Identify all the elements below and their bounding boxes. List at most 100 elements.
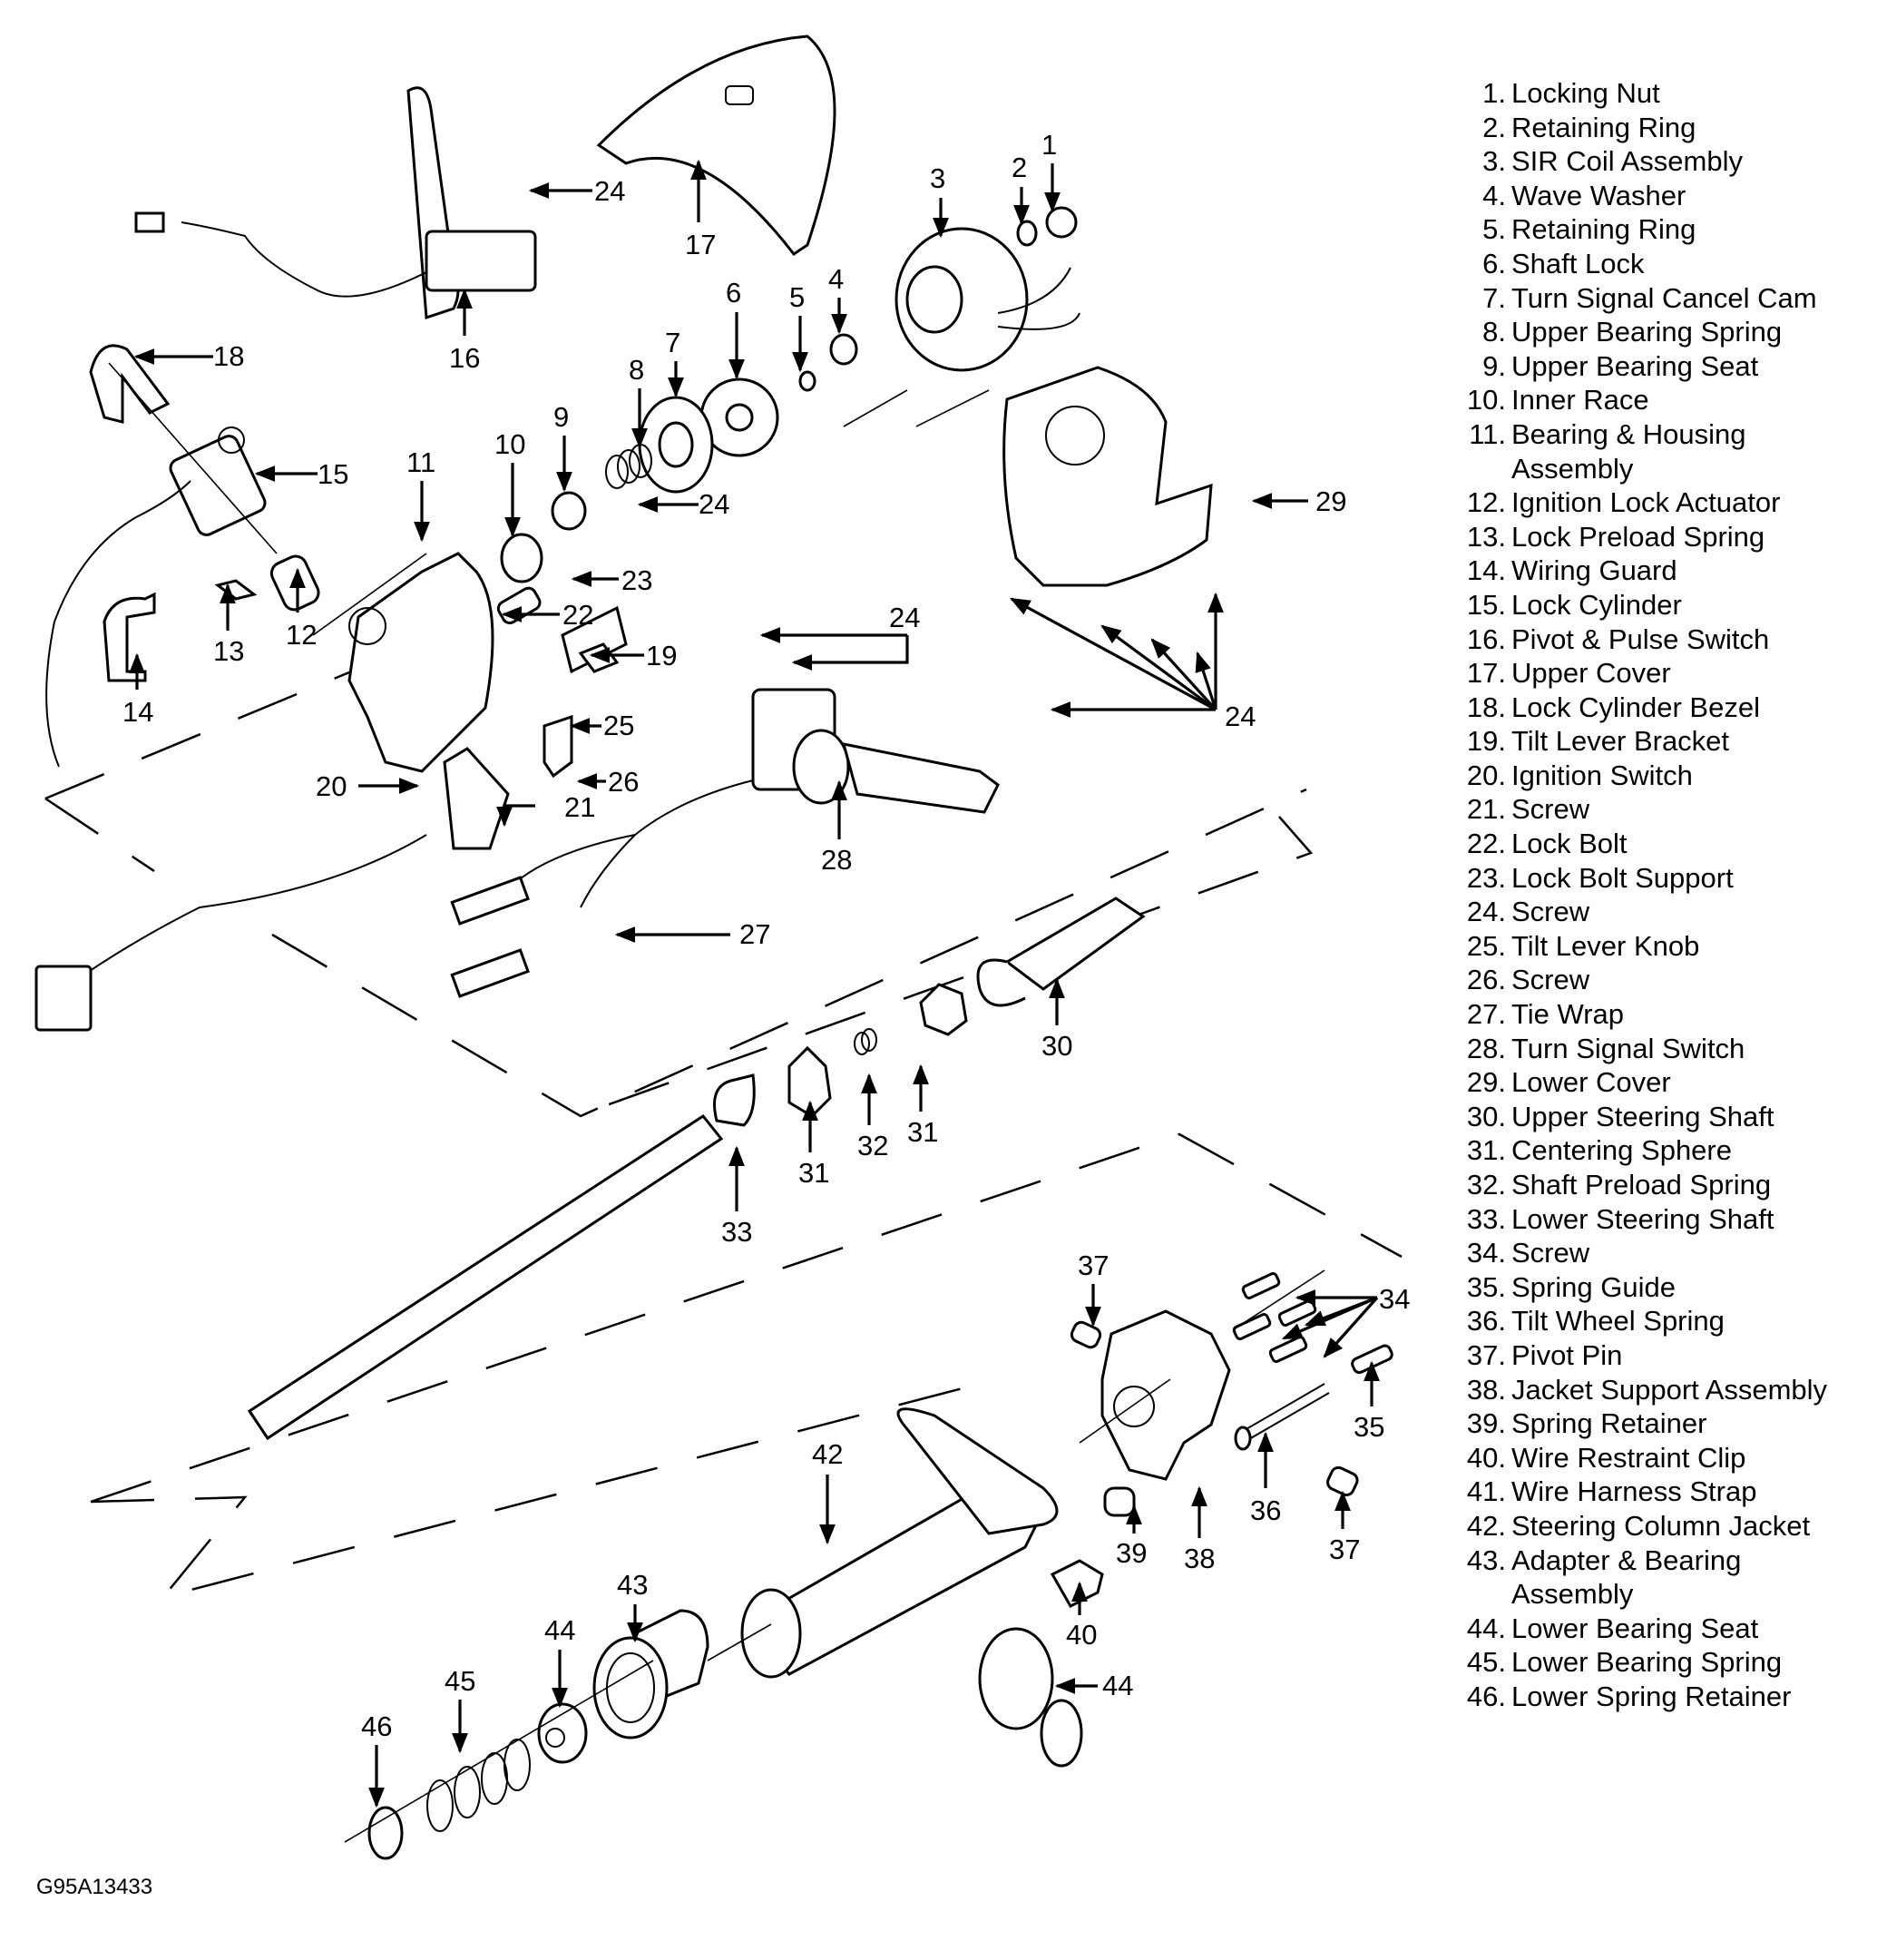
legend-item-number: 41. [1466, 1475, 1506, 1508]
legend-item-number: 9. [1482, 349, 1506, 382]
figure-id: G95A13433 [36, 1875, 153, 1899]
legend-item-label: Bearing & Housing Assembly [1511, 417, 1746, 485]
legend-item: 28.Turn Signal Switch [1452, 1032, 1869, 1066]
callout-number: 24 [594, 175, 625, 207]
legend-item-label: Pivot Pin [1511, 1338, 1623, 1371]
legend-item-label: Lower Bearing Spring [1511, 1646, 1783, 1679]
middle-group-boundary [575, 816, 1314, 1118]
callout-arrow [791, 635, 909, 671]
legend-item: 45.Lower Bearing Spring [1452, 1645, 1869, 1680]
legend-item: 27.Tie Wrap [1452, 997, 1869, 1032]
callout-number: 28 [821, 844, 852, 876]
part-lower-bearing-seat-alt [978, 1627, 1083, 1768]
legend-item-label: Screw [1511, 793, 1590, 826]
callout-number: 7 [665, 327, 680, 358]
callout-number: 46 [361, 1710, 392, 1742]
legend-item-label: Upper Cover [1511, 657, 1671, 690]
legend-item: 16.Pivot & Pulse Switch [1452, 622, 1869, 657]
legend-item: 34.Screw [1452, 1236, 1869, 1270]
callout-arrow [1195, 651, 1217, 710]
legend-item-number: 17. [1466, 657, 1506, 690]
callout-number: 36 [1250, 1494, 1281, 1526]
legend-item-number: 5. [1482, 213, 1506, 246]
callout-number: 31 [798, 1157, 829, 1189]
part-retaining-ring-2 [1016, 220, 1038, 247]
legend-item: 39.Spring Retainer [1452, 1406, 1869, 1441]
legend-item: 37.Pivot Pin [1452, 1338, 1869, 1373]
legend-item-label: Upper Steering Shaft [1511, 1100, 1774, 1132]
legend-item-number: 18. [1466, 691, 1506, 723]
legend-item-number: 28. [1466, 1032, 1506, 1064]
upper-group-boundary [44, 597, 1307, 1118]
legend-item: 40.Wire Restraint Clip [1452, 1441, 1869, 1475]
legend-item: 13.Lock Preload Spring [1452, 520, 1869, 554]
legend-item-number: 37. [1466, 1338, 1506, 1371]
legend-item-label: Wave Washer [1511, 179, 1686, 211]
callout-number: 30 [1041, 1030, 1072, 1062]
legend-item-number: 46. [1466, 1680, 1506, 1712]
legend-item: 42.Steering Column Jacket [1452, 1509, 1869, 1544]
callout-number: 18 [213, 340, 244, 372]
legend-item: 17.Upper Cover [1452, 656, 1869, 691]
legend-item-label: Lower Spring Retainer [1511, 1680, 1792, 1712]
legend-item: 35.Spring Guide [1452, 1270, 1869, 1305]
callout-number: 6 [726, 277, 741, 309]
part-upper-steering-shaft [976, 897, 1146, 1007]
legend-item-number: 34. [1466, 1237, 1506, 1269]
part-lock-cylinder-wire [45, 480, 191, 768]
legend-item-label: Retaining Ring [1511, 213, 1696, 246]
part-adapter-bearing-assembly [592, 1609, 709, 1740]
legend-item-number: 12. [1466, 486, 1506, 519]
callout-number: 32 [857, 1130, 888, 1161]
legend-item-number: 30. [1466, 1100, 1506, 1132]
legend-item: 32.Shaft Preload Spring [1452, 1168, 1869, 1202]
part-shaft-preload-spring [854, 1028, 877, 1055]
callout-arrow [1150, 638, 1217, 711]
callout-arrow [1010, 597, 1217, 711]
callout-number: 29 [1315, 485, 1346, 517]
callout-number: 35 [1354, 1411, 1384, 1443]
part-lock-preload-spring [214, 579, 258, 601]
legend-item-label: Lock Preload Spring [1511, 520, 1765, 553]
legend-item: 26.Screw [1452, 963, 1869, 997]
legend-item: 24.Screw [1452, 895, 1869, 929]
legend-item-number: 20. [1466, 759, 1506, 791]
part-locking-nut [1045, 206, 1078, 239]
callout-number: 22 [562, 599, 593, 631]
assembly-axis-lines [108, 362, 1325, 1843]
legend-item-number: 24. [1466, 896, 1506, 928]
legend-item-number: 35. [1466, 1270, 1506, 1303]
legend-item-label: Shaft Preload Spring [1511, 1169, 1772, 1200]
legend-item-label: Screw [1511, 1237, 1590, 1269]
legend-item-label: Wire Restraint Clip [1511, 1441, 1746, 1474]
legend-item-number: 26. [1466, 964, 1506, 996]
legend-item-label: Spring Guide [1511, 1270, 1676, 1303]
legend-item-number: 42. [1466, 1509, 1506, 1542]
legend-item-label: Upper Bearing Spring [1511, 316, 1783, 348]
legend-item: 43.Adapter & Bearing Assembly [1452, 1544, 1869, 1612]
legend-item-number: 10. [1466, 384, 1506, 416]
callout-arrow [1304, 1296, 1378, 1327]
part-lock-cylinder [169, 426, 267, 536]
legend-item: 1.Locking Nut [1452, 76, 1869, 111]
callout-arrow [1323, 1296, 1379, 1358]
legend-item-number: 25. [1466, 929, 1506, 962]
callout-number: 20 [316, 770, 347, 802]
part-tilt-lever-knob [543, 714, 573, 779]
part-wire-restraint-clip [1050, 1559, 1104, 1608]
part-pivot-pin-lower [1326, 1465, 1359, 1496]
callout-number: 12 [286, 619, 317, 651]
callout-arrow [1100, 624, 1217, 711]
callout-number: 33 [721, 1216, 752, 1248]
callout-number: 2 [1012, 152, 1027, 183]
part-ignition-switch [34, 747, 510, 1032]
legend-item-label: Tilt Lever Bracket [1511, 725, 1730, 758]
legend-item: 44.Lower Bearing Seat [1452, 1612, 1869, 1646]
callout-number: 14 [122, 696, 153, 728]
legend-item-number: 39. [1466, 1407, 1506, 1440]
callout-number: 17 [685, 229, 716, 260]
legend-item-label: Screw [1511, 896, 1590, 928]
legend-item-number: 14. [1466, 554, 1506, 587]
legend-item-label: Turn Signal Switch [1511, 1032, 1745, 1064]
